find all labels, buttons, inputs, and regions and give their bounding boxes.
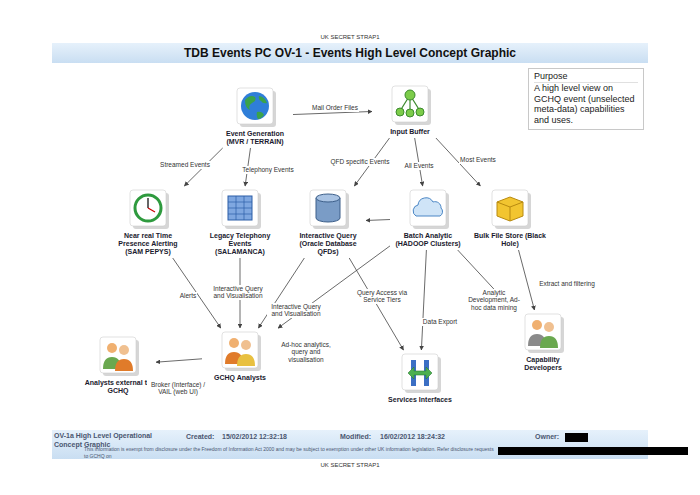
node-label: Capability Developers <box>507 356 579 372</box>
node-label: Input Buffer <box>374 128 446 136</box>
node-label: Batch Analytic (HADOOP Clusters) <box>392 232 464 248</box>
edge-label: Interactive Query and Visualisation <box>209 285 267 300</box>
node-label: Event Generation (MVR / TERRAIN) <box>219 130 291 146</box>
flow-arrow <box>293 111 372 114</box>
footer-text: Owner: <box>535 433 565 442</box>
classification-marking: UK SECRET STRAP1 <box>0 462 700 470</box>
redaction-bar <box>565 433 588 442</box>
footer-text: 15/02/2012 12:32:18 <box>222 433 302 442</box>
concept-node: Legacy Telephony Events (SALAMANCA) <box>204 188 276 256</box>
purpose-text: A high level view on GCHQ event (unselec… <box>534 83 638 125</box>
node-icon <box>216 330 264 374</box>
edge-label: QFD specific Events <box>330 158 391 166</box>
footer-text: 16/02/2012 18:24:32 <box>380 433 460 442</box>
node-icon <box>386 84 434 128</box>
node-label: Interactive Query (Oracle Database QFDs) <box>292 232 364 256</box>
node-icon <box>231 86 279 130</box>
concept-node: Bulk File Store (Black Hole) <box>474 188 546 248</box>
edge-label: Most Events <box>459 156 497 164</box>
concept-node: Event Generation (MVR / TERRAIN) <box>219 86 291 146</box>
edge-label: Telephony Events <box>241 166 294 174</box>
node-label: GCHQ Analysts <box>204 374 276 382</box>
concept-node: Near real Time Presence Alerting (SAM PE… <box>112 188 184 256</box>
flow-arrow <box>421 250 426 350</box>
concept-node: GCHQ Analysts <box>204 330 276 382</box>
footer-text: This information is exempt from disclosu… <box>84 446 494 459</box>
node-label: Services Interfaces <box>384 396 456 404</box>
concept-node: Interactive Query (Oracle Database QFDs) <box>292 188 364 256</box>
flow-arrow <box>156 359 202 362</box>
node-icon <box>94 335 142 379</box>
edge-label: Query Access via Service Tiers <box>353 289 411 304</box>
node-icon <box>304 188 352 232</box>
edge-label: Analytic Development, Ad-hoc data mining <box>464 289 524 312</box>
concept-node: Input Buffer <box>374 84 446 136</box>
node-label: Bulk File Store (Black Hole) <box>474 232 546 248</box>
edge-label: Streamed Events <box>159 161 211 169</box>
node-icon <box>124 188 172 232</box>
footer-text: Created: <box>186 433 226 442</box>
node-label: Legacy Telephony Events (SALAMANCA) <box>204 232 276 256</box>
node-label: Near real Time Presence Alerting (SAM PE… <box>112 232 184 256</box>
node-icon <box>486 188 534 232</box>
flow-arrow <box>366 219 390 221</box>
purpose-box: PurposeA high level view on GCHQ event (… <box>528 68 644 130</box>
purpose-heading: Purpose <box>534 71 638 83</box>
concept-node: Services Interfaces <box>384 352 456 404</box>
node-icon <box>216 188 264 232</box>
concept-node: Capability Developers <box>507 312 579 372</box>
edge-label: Extract and filtering <box>538 280 596 288</box>
edge-label: Mail Order Files <box>311 104 359 112</box>
node-label: Analysts external to GCHQ <box>82 379 154 395</box>
classification-marking: UK SECRET STRAP1 <box>0 34 700 42</box>
edge-label: Broker (Interface) / VAIL (web UI) <box>147 381 209 396</box>
edge-label: Ad-hoc analytics, query and visualisatio… <box>277 341 335 364</box>
node-icon <box>396 352 444 396</box>
node-icon <box>404 188 452 232</box>
edge-label: Interactive Query and Visualisation <box>267 303 325 318</box>
edge-label: Data Export <box>422 318 458 326</box>
redaction-bar <box>498 447 688 455</box>
edge-label: All Events <box>404 162 435 170</box>
concept-node: Batch Analytic (HADOOP Clusters) <box>392 188 464 248</box>
node-icon <box>519 312 567 356</box>
concept-node: Analysts external to GCHQ <box>82 335 154 395</box>
footer-text: Modified: <box>340 433 380 442</box>
flow-arrow <box>349 258 403 350</box>
title-text: TDB Events PC OV-1 - Events High Level C… <box>0 46 700 61</box>
edge-label: Alerts <box>179 292 198 300</box>
